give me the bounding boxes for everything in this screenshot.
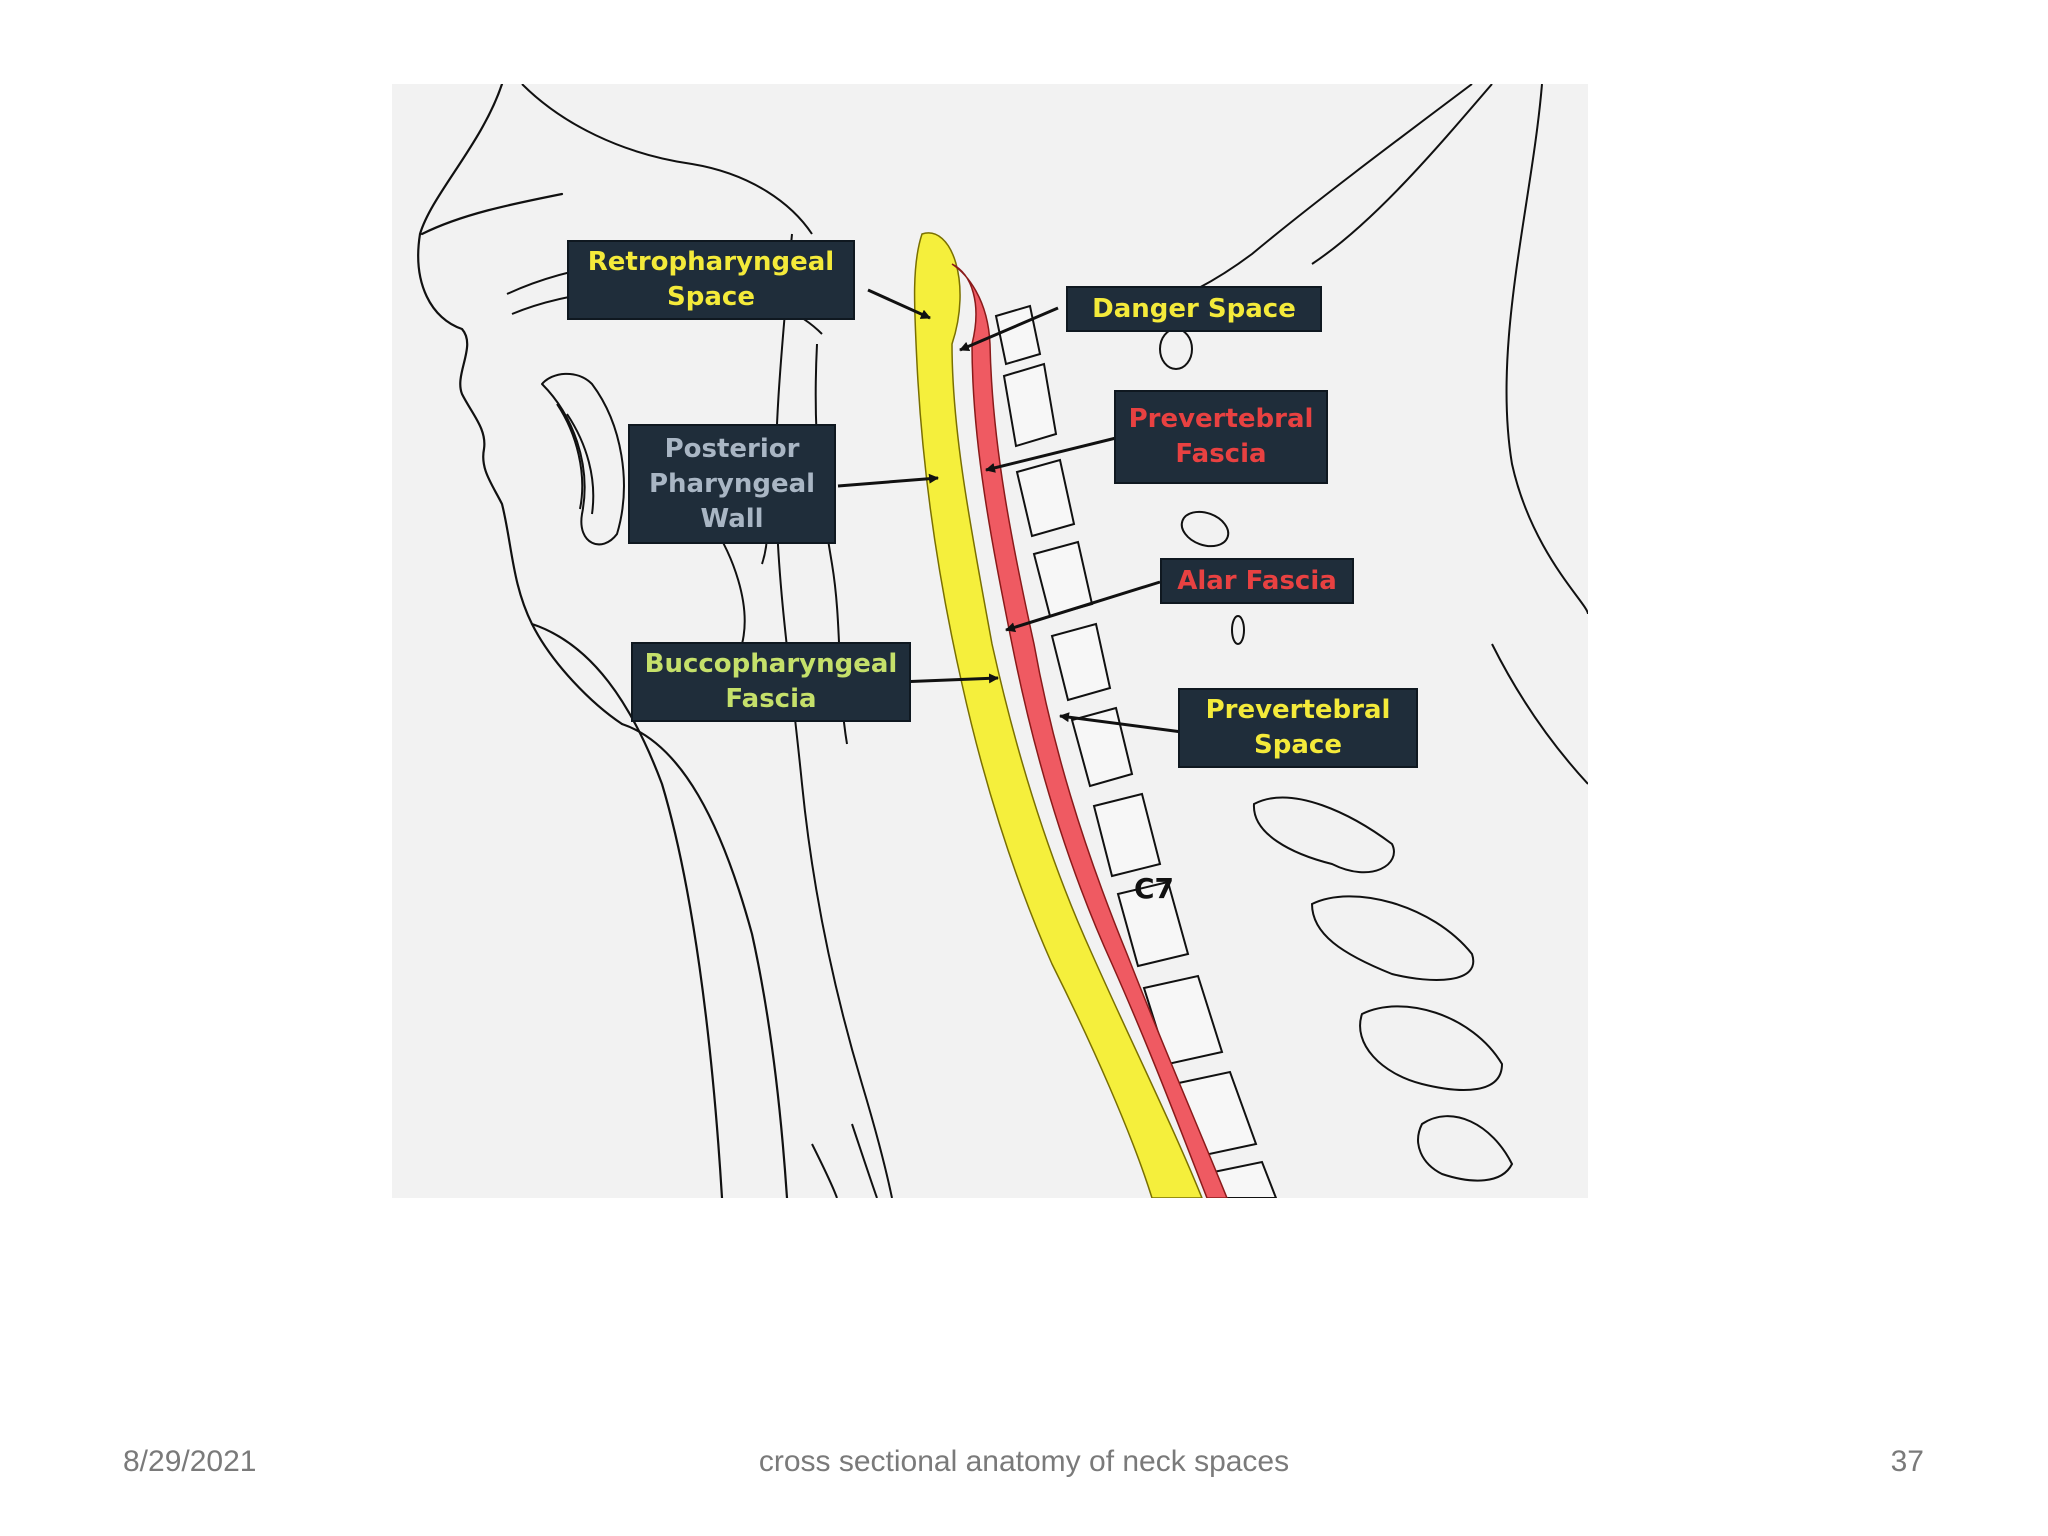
label-retropharyngeal-space: Retropharyngeal Space	[567, 240, 855, 320]
occiput-inner-line	[1311, 84, 1493, 265]
label-posterior-pharyngeal-wall: Posterior Pharyngeal Wall	[628, 424, 836, 544]
label-text-line: Fascia	[725, 684, 817, 714]
label-text-line: Posterior	[664, 433, 800, 464]
occiput-line	[1131, 84, 1473, 315]
label-alar-fascia: Alar Fascia	[1160, 558, 1354, 604]
head-outline	[417, 84, 789, 1198]
process-3	[1231, 615, 1245, 645]
process-7	[1417, 1115, 1514, 1182]
vertebra-3	[1015, 458, 1076, 538]
label-text-line: Wall	[700, 503, 764, 534]
process-4	[1252, 796, 1395, 874]
arrow-prevertebral-space	[1059, 712, 1183, 734]
nose-line	[420, 192, 564, 236]
label-buccopharyngeal-fascia: Buccopharyngeal Fascia	[631, 642, 911, 722]
neck-sagittal-diagram: C7 Retropharyngeal Space Danger Space Po…	[392, 84, 1588, 1198]
vertebra-8	[1116, 880, 1190, 968]
pharyngeal-lumen-anterior	[774, 233, 893, 1198]
leader-arrows	[837, 288, 1183, 734]
footer-page-number: 37	[1890, 1445, 1924, 1478]
process-5	[1310, 895, 1475, 981]
arrow-alar-fascia	[1005, 580, 1161, 633]
label-prevertebral-fascia: Prevertebral Fascia	[1114, 390, 1328, 484]
skull-base-line	[521, 84, 813, 235]
trachea-lines	[811, 1123, 878, 1198]
anterior-neck-line	[530, 622, 724, 1198]
label-text-line: Space	[667, 282, 755, 312]
face-profile-line	[417, 84, 624, 726]
spinous-processes	[1159, 328, 1514, 1182]
label-text-line: Prevertebral	[1128, 404, 1314, 434]
label-text-line: Fascia	[1175, 439, 1267, 469]
label-prevertebral-space: Prevertebral Space	[1178, 688, 1418, 768]
label-text-line: Alar Fascia	[1177, 565, 1337, 596]
label-danger-space: Danger Space	[1066, 286, 1322, 332]
label-text-line: Pharyngeal	[648, 468, 816, 499]
vertebra-7	[1092, 792, 1162, 878]
prevertebral-fascia-band	[951, 263, 1228, 1198]
mandible-inner-lines	[556, 403, 595, 515]
label-text-line: Prevertebral	[1205, 695, 1391, 725]
label-text-line: Danger Space	[1092, 293, 1296, 324]
label-text-line: Buccopharyngeal	[644, 649, 898, 679]
arrow-retropharyngeal	[867, 288, 931, 320]
posterior-neck-lower-line	[1491, 643, 1588, 785]
vertebra-5	[1050, 622, 1112, 702]
vertebra-2	[1002, 362, 1058, 448]
footer-date: 8/29/2021	[123, 1445, 257, 1478]
process-2	[1180, 510, 1230, 548]
label-text-line: Space	[1254, 730, 1342, 760]
retropharyngeal-space-band	[913, 232, 1203, 1198]
arrow-buccopharyngeal	[897, 673, 999, 684]
arrow-danger	[959, 306, 1059, 352]
posterior-neck-line	[1505, 84, 1588, 615]
process-1	[1159, 328, 1193, 370]
process-6	[1359, 1005, 1504, 1091]
arrow-prevertebral-fascia	[985, 436, 1117, 473]
vertebra-label-c7: C7	[1134, 872, 1175, 905]
diagram-drawing	[417, 84, 1588, 1198]
vertebra-6	[1070, 706, 1134, 788]
arrow-posterior-wall	[837, 473, 939, 488]
label-text-line: Retropharyngeal	[587, 247, 835, 277]
vertebra-1	[994, 304, 1042, 366]
footer-title: cross sectional anatomy of neck spaces	[758, 1445, 1290, 1478]
anterior-neck-inner-line	[620, 722, 789, 1198]
mandible-section	[541, 372, 625, 546]
